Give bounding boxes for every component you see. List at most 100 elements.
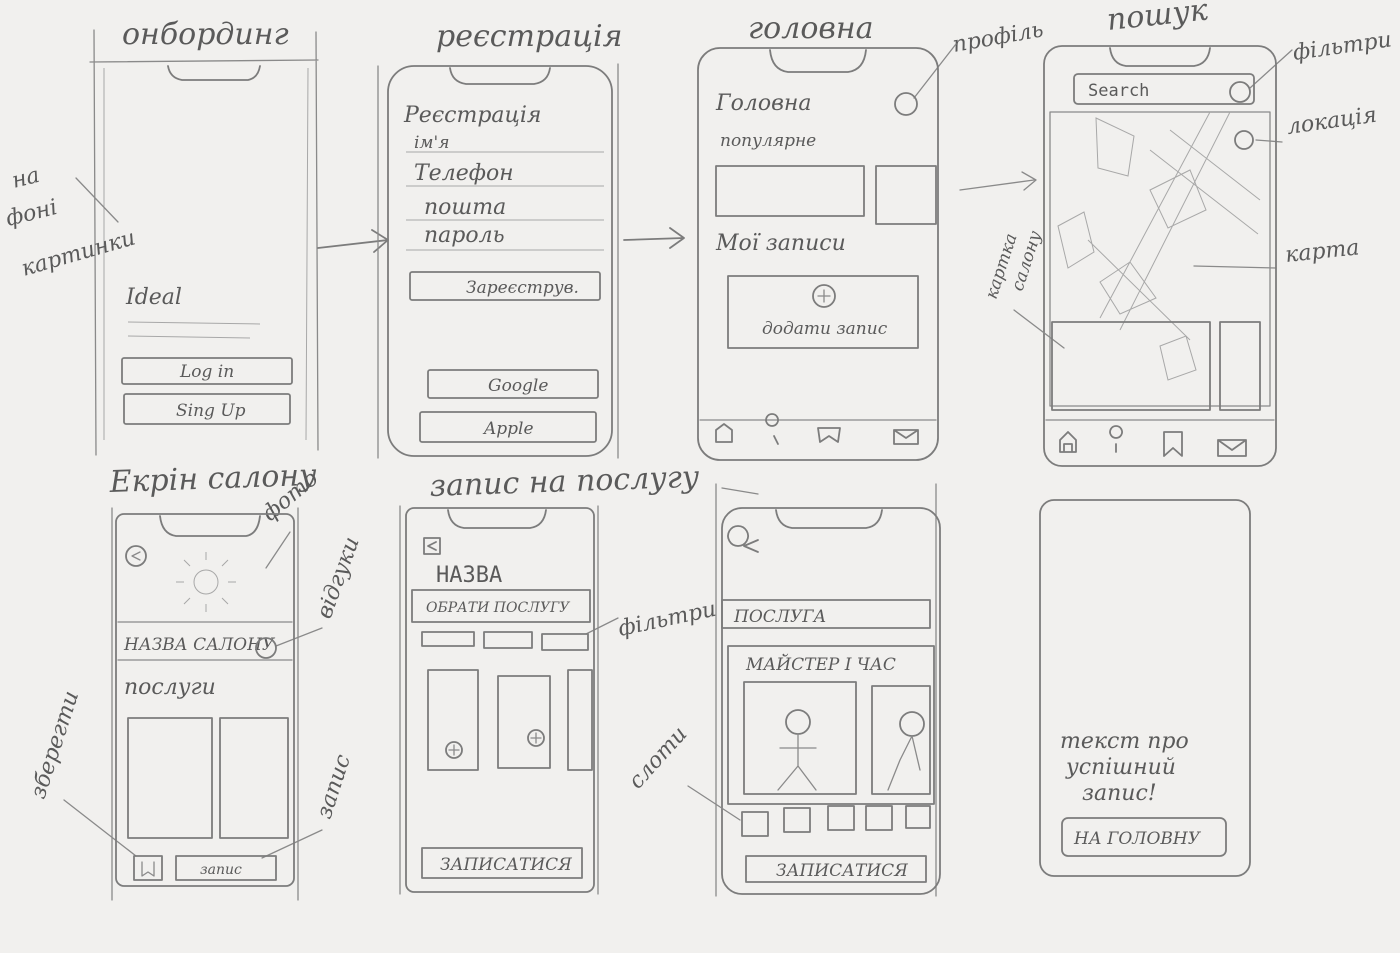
onboarding-title: онбординг [122, 17, 289, 52]
master-time-screen: ПОСЛУГА МАЙСТЕР І ЧАС слоти ЗАПИСАТИСЯ [624, 483, 941, 897]
phone-field[interactable]: Телефон [406, 161, 604, 187]
save-button[interactable] [133, 855, 163, 881]
service-card[interactable] [567, 669, 593, 771]
popular-card[interactable] [875, 165, 937, 225]
submit-button[interactable]: ЗАПИСАТИСЯ [421, 847, 583, 879]
choose-service-select[interactable]: ОБРАТИ ПОСЛУГУ [411, 589, 591, 623]
add-icon[interactable] [445, 741, 463, 759]
phone-notch [167, 65, 261, 81]
filter-chip[interactable] [541, 633, 589, 651]
note-line-3: картинки [19, 225, 139, 281]
phone-frame [721, 507, 941, 895]
phone-frame [1039, 499, 1251, 877]
profile-note: профіль [951, 17, 1046, 58]
bookmark-icon[interactable] [1163, 431, 1183, 457]
tab-bar [715, 413, 919, 445]
time-slot[interactable] [741, 811, 769, 837]
book-button[interactable]: запис [175, 855, 277, 881]
phone-frame [1043, 45, 1277, 467]
book-note: запис [312, 752, 356, 822]
back-icon[interactable] [423, 537, 441, 555]
google-button-label: Google [488, 376, 548, 396]
search-input[interactable]: Search [1073, 73, 1255, 105]
filters-note: фільтри [1291, 27, 1393, 66]
search-icon[interactable] [1109, 425, 1123, 453]
sun-icon [193, 569, 219, 595]
registration-title: реєстрація [436, 19, 623, 54]
book-button-label: запис [200, 862, 242, 878]
register-button-label: Зареєструв. [466, 278, 579, 298]
search-screen: пошук фільтри локація карта картка салон… [959, 0, 1393, 467]
home-button[interactable]: НА ГОЛОВНУ [1061, 817, 1227, 857]
location-icon[interactable] [1234, 130, 1254, 150]
service-label: ПОСЛУГА [733, 607, 826, 627]
services-label: послуги [124, 675, 216, 700]
login-button-label: Log in [179, 362, 234, 382]
add-icon[interactable] [527, 729, 545, 747]
salon-card[interactable] [1051, 321, 1211, 411]
signup-button[interactable]: Sing Up [123, 393, 291, 425]
service-booking-title: запис на послугу [429, 460, 700, 504]
phone-notch [447, 509, 547, 529]
map-area[interactable] [1013, 111, 1271, 407]
salon-photo [176, 552, 236, 612]
submit-button-label: ЗАПИСАТИСЯ [440, 855, 572, 875]
filter-chip[interactable] [483, 631, 533, 649]
search-placeholder: Search [1088, 81, 1149, 101]
add-booking-card[interactable]: додати запис [727, 275, 919, 349]
service-card[interactable] [497, 675, 551, 769]
back-icon[interactable] [125, 545, 147, 567]
popular-card[interactable] [715, 165, 865, 217]
filter-icon[interactable] [1229, 81, 1251, 103]
slots-note: слоти [624, 722, 693, 794]
service-select[interactable]: ПОСЛУГА [721, 599, 931, 629]
signup-button-label: Sing Up [176, 401, 246, 421]
phone-frame [387, 65, 613, 457]
apple-button-label: Apple [482, 419, 534, 439]
home-icon[interactable] [715, 423, 733, 443]
register-button[interactable]: Зареєструв. [409, 271, 601, 301]
name-field[interactable]: ім'я [406, 133, 604, 153]
salon-card[interactable] [1219, 321, 1261, 411]
plus-icon [812, 284, 836, 308]
flow-arrow-2 [623, 227, 685, 249]
service-card[interactable] [127, 717, 213, 839]
email-field[interactable]: пошта [406, 195, 604, 221]
profile-icon[interactable] [894, 92, 918, 116]
home-heading: Головна [715, 91, 811, 116]
phone-notch [775, 509, 883, 529]
reviews-note: відгуки [312, 534, 365, 622]
master-card[interactable] [743, 681, 857, 795]
salon-title: Екрін салону [108, 458, 318, 500]
password-field[interactable]: пароль [406, 223, 604, 251]
filter-chip[interactable] [421, 631, 475, 647]
phone-notch [1109, 47, 1211, 67]
salon-name: НАЗВА САЛОНУ [123, 635, 276, 655]
search-icon[interactable] [765, 413, 779, 445]
google-button[interactable]: Google [427, 369, 599, 399]
master-time-label: МАЙСТЕР І ЧАС [745, 653, 896, 675]
time-slot[interactable] [827, 805, 855, 831]
home-icon[interactable] [1059, 431, 1077, 453]
time-slot[interactable] [865, 805, 893, 831]
master-avatar [785, 709, 811, 735]
time-slot[interactable] [783, 807, 811, 833]
time-slot[interactable] [905, 805, 931, 829]
registration-heading: Реєстрація [403, 103, 541, 128]
login-button[interactable]: Log in [121, 357, 293, 385]
reviews-icon[interactable] [255, 637, 277, 659]
mail-icon[interactable] [893, 429, 919, 445]
mail-icon[interactable] [1217, 439, 1247, 457]
submit-button[interactable]: ЗАПИСАТИСЯ [745, 855, 927, 883]
service-card[interactable] [219, 717, 289, 839]
service-card[interactable] [427, 669, 479, 771]
salon-screen: Екрін салону фото відгуки зберегти запис… [26, 458, 365, 901]
apple-button[interactable]: Apple [419, 411, 597, 443]
my-bookings-label: Мої записи [715, 231, 846, 256]
master-card[interactable] [871, 685, 931, 795]
bookmark-icon[interactable] [817, 427, 841, 443]
back-icon[interactable] [727, 525, 759, 553]
phone-frame [405, 507, 595, 893]
phone-frame [115, 513, 295, 887]
